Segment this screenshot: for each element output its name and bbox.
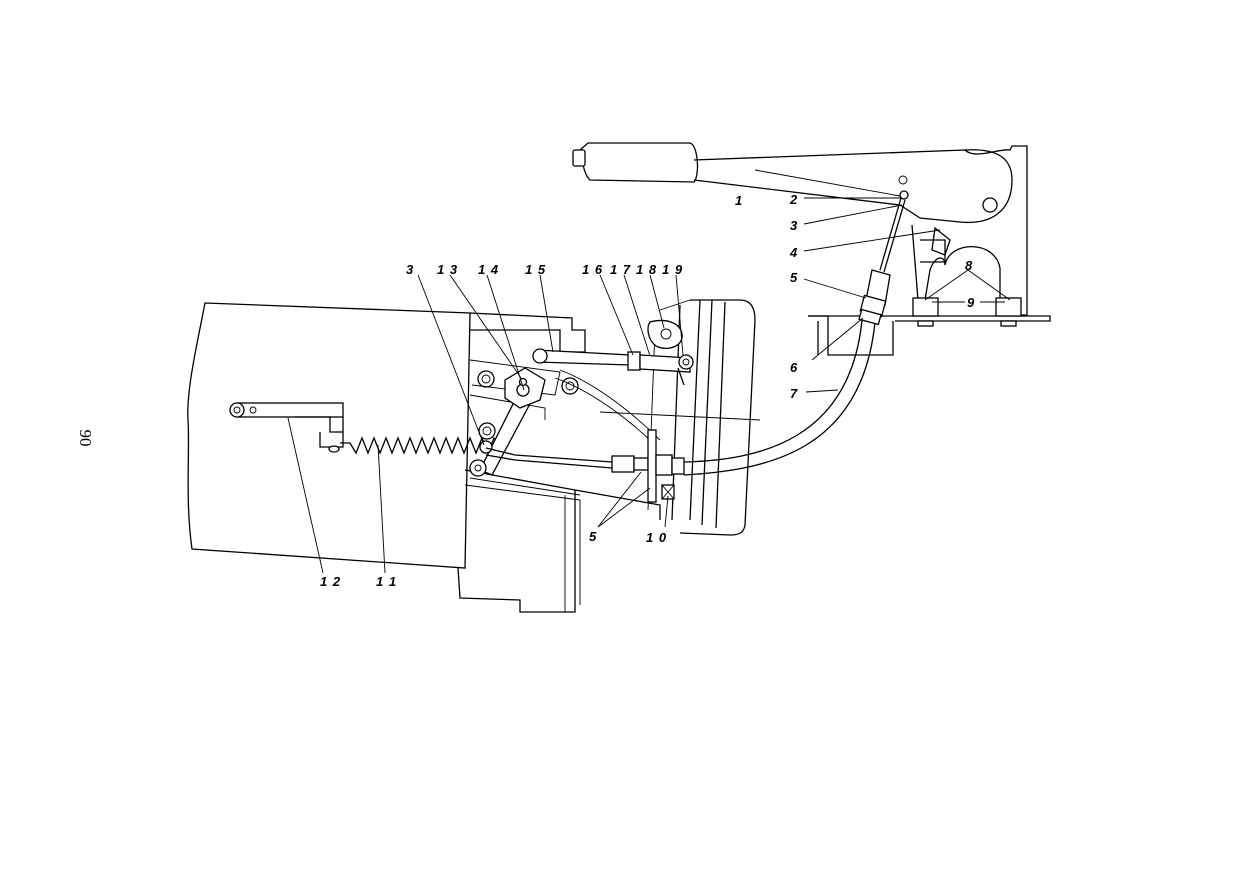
callout-4: 4 — [789, 245, 798, 260]
callout-1: 1 — [735, 193, 743, 208]
callout-18: 1 8 — [636, 262, 657, 277]
callout-3: 3 — [790, 218, 798, 233]
callout-labels: 1 2 3 4 5 6 7 8 9 3 1 3 1 4 1 5 1 6 1 7 … — [320, 192, 975, 589]
hand-lever-assembly — [572, 142, 1051, 356]
callout-19: 1 9 — [662, 262, 683, 277]
lever-linkage — [229, 319, 694, 477]
callout-10: 1 0 — [646, 530, 667, 545]
callout-13: 1 3 — [437, 262, 458, 277]
callout-15: 1 5 — [525, 262, 546, 277]
callout-2: 2 — [789, 192, 798, 207]
callout-9: 9 — [967, 295, 975, 310]
callout-3-lower: 3 — [406, 262, 414, 277]
cable-lower-end — [485, 429, 685, 503]
callout-12: 1 2 — [320, 574, 341, 589]
callout-16: 1 6 — [582, 262, 603, 277]
callout-14: 1 4 — [478, 262, 499, 277]
callout-5-lower: 5 — [589, 529, 597, 544]
callout-7: 7 — [790, 386, 798, 401]
return-spring — [340, 436, 505, 455]
callout-8: 8 — [965, 258, 973, 273]
callout-17: 1 7 — [610, 262, 631, 277]
callout-5: 5 — [790, 270, 798, 285]
cable-sheath — [683, 319, 876, 476]
page-number: 90 — [76, 430, 95, 447]
callout-6: 6 — [790, 360, 798, 375]
callout-11: 1 1 — [376, 574, 397, 589]
transmission-housing — [187, 302, 761, 613]
leader-lines — [287, 169, 1011, 574]
